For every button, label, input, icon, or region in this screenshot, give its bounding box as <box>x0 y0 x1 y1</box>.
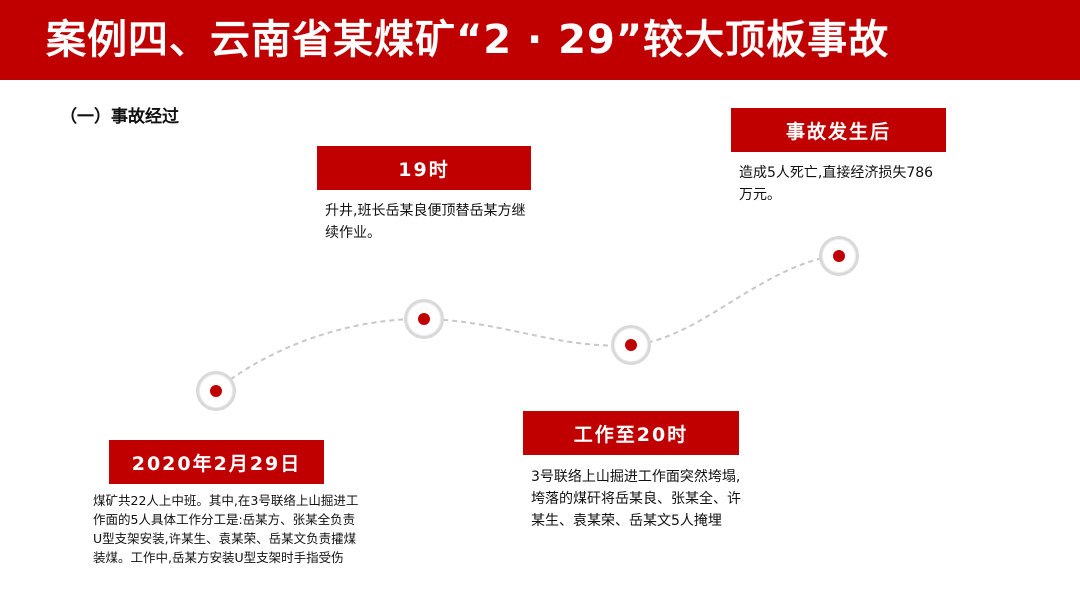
timeline-dot <box>625 339 637 351</box>
title-bar: 案例四、云南省某煤矿“2 · 29”较大顶板事故 <box>0 0 1080 80</box>
timeline-node-2 <box>404 299 444 339</box>
event-label-19h: 19时 <box>317 146 531 190</box>
event-text-20h: 3号联络上山掘进工作面突然垮塌,垮落的煤矸将岳某良、张某全、许某生、袁某荣、岳某… <box>531 469 741 529</box>
timeline-dot <box>833 250 845 262</box>
timeline-dot <box>418 313 430 325</box>
event-label-date: 2020年2月29日 <box>109 440 324 484</box>
timeline-node-3 <box>611 325 651 365</box>
event-label-after: 事故发生后 <box>731 108 946 152</box>
section-subtitle: （一）事故经过 <box>60 107 179 127</box>
timeline-node-1 <box>196 371 236 411</box>
event-text-after: 造成5人死亡,直接经济损失786万元。 <box>739 165 934 203</box>
event-label-20h: 工作至20时 <box>523 411 739 455</box>
timeline-node-4 <box>819 236 859 276</box>
event-text-19h: 升井,班长岳某良便顶替岳某方继续作业。 <box>325 203 526 241</box>
timeline-dot <box>210 385 222 397</box>
event-text-date: 煤矿共22人上中班。其中,在3号联络上山掘进工作面的5人具体工作分工是:岳某方、… <box>93 493 359 565</box>
slide-title: 案例四、云南省某煤矿“2 · 29”较大顶板事故 <box>46 17 890 63</box>
